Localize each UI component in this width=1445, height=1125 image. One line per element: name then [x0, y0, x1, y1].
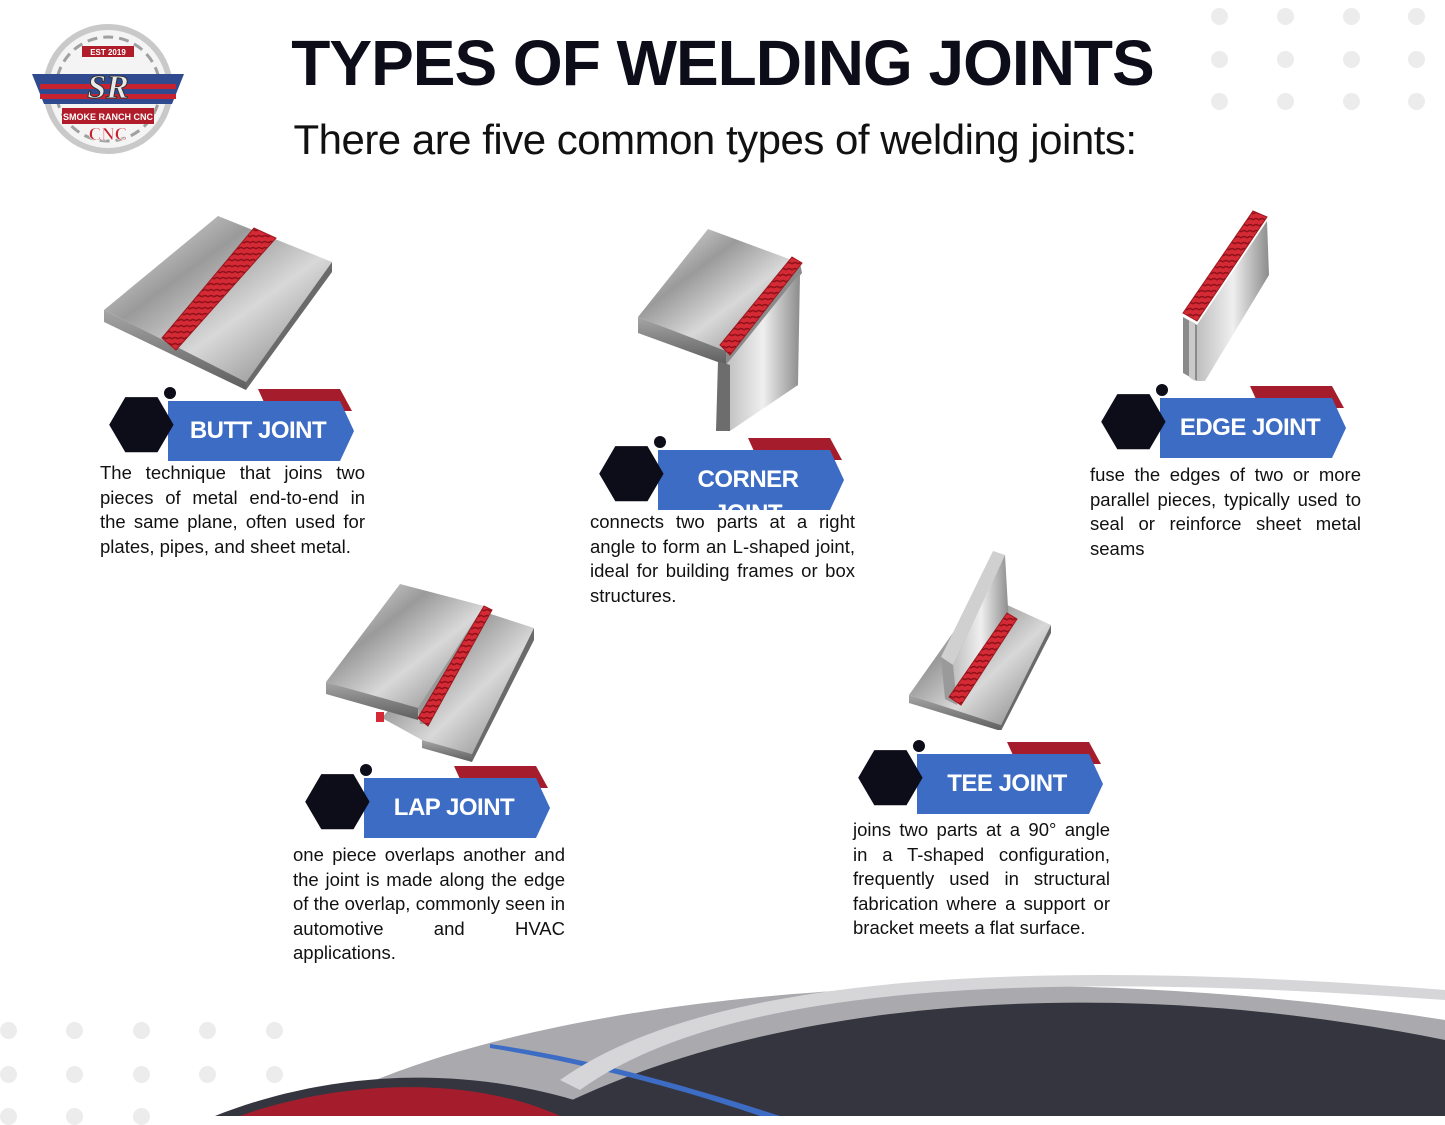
logo-cnc: CNC — [89, 124, 128, 144]
logo-emblem: EST 2019 SR SMOKE RANCH CNC CNC — [32, 24, 184, 154]
page-title: TYPES OF WELDING JOINTS — [291, 27, 1154, 99]
bottom-wave-decoration — [215, 975, 1445, 1116]
logo-initials: SR — [87, 69, 129, 106]
edge-joint-illustration — [1182, 210, 1269, 381]
logo-name: SMOKE RANCH CNC — [63, 112, 154, 122]
page-subtitle: There are five common types of welding j… — [293, 116, 1137, 163]
dots-pattern-top — [1208, 8, 1438, 110]
description-edge-joint: fuse the edges of two or more parallel p… — [1090, 464, 1361, 559]
badge-label-butt: BUTT JOINT — [189, 417, 327, 444]
badge-corner-joint: CORNER JOINT — [598, 432, 858, 527]
description-tee-joint: joins two parts at a 90° angle in a T-sh… — [853, 819, 1110, 938]
badge-butt-joint: BUTT JOINT — [108, 383, 368, 473]
badge-label-tee: TEE JOINT — [947, 770, 1067, 797]
description-lap-joint: one piece overlaps another and the joint… — [293, 844, 565, 963]
lap-joint-illustration — [326, 584, 534, 762]
badge-tee-joint: TEE JOINT — [857, 736, 1117, 826]
corner-joint-illustration — [638, 229, 803, 431]
dots-pattern-bottom — [0, 1022, 300, 1125]
badge-label-edge: EDGE JOINT — [1179, 414, 1321, 441]
badge-label-corner: CORNER JOINT — [697, 466, 799, 527]
butt-joint-illustration — [104, 216, 332, 390]
description-butt-joint: The technique that joins two pieces of m… — [100, 462, 365, 557]
tee-joint-illustration — [909, 551, 1051, 730]
description-corner-joint: connects two parts at a right angle to f… — [590, 511, 855, 606]
badge-edge-joint: EDGE JOINT — [1100, 380, 1360, 470]
logo-est-text: EST 2019 — [90, 48, 126, 57]
badge-lap-joint: LAP JOINT — [304, 760, 564, 850]
badge-label-lap: LAP JOINT — [393, 794, 515, 821]
